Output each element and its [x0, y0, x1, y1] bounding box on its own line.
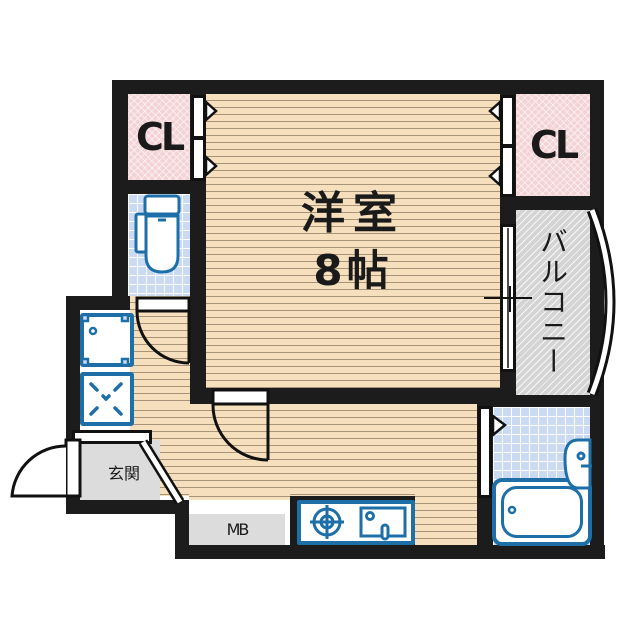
kitchen-floor-lower — [189, 490, 290, 500]
closet-right-door-lower[interactable] — [500, 145, 515, 197]
closet-left: CL — [128, 94, 190, 180]
bathroom-door[interactable] — [478, 406, 492, 498]
room-door — [211, 388, 270, 462]
bathtub-drain-icon — [507, 505, 517, 515]
room-name: 洋室 — [301, 188, 405, 239]
toilet-door — [135, 296, 191, 365]
room-label: 洋室 8帖 — [206, 182, 500, 302]
wall-bottom-left — [66, 500, 186, 514]
gas-stove-icon — [310, 505, 344, 539]
wall-closet-bottom-left — [112, 180, 206, 194]
washer-details — [80, 313, 130, 367]
wall-left-step — [66, 296, 130, 310]
kitchen-floor — [130, 404, 477, 496]
entrance-label: 玄関 — [107, 464, 140, 483]
balcony-railing — [586, 207, 616, 397]
meter-box-label: MB — [226, 520, 250, 539]
closet-left-label: CL — [135, 115, 185, 159]
kitchen-floor-right — [415, 490, 477, 545]
kitchen-sink-icon — [359, 506, 407, 541]
balcony: バルコニー — [516, 210, 590, 395]
wall-top — [112, 80, 600, 94]
closet-left-door-lower[interactable] — [191, 137, 206, 181]
refrigerator-x-icon — [89, 382, 123, 416]
wall-bottom-left-drop — [175, 500, 189, 559]
meter-box: MB — [189, 514, 285, 545]
sliding-door-marker — [484, 228, 532, 368]
entrance: 玄関 — [80, 440, 160, 500]
entrance-door — [10, 438, 185, 505]
western-room: 洋室 8帖 — [206, 94, 500, 388]
closet-right-label: CL — [529, 123, 579, 167]
wall-bath-top — [480, 395, 604, 407]
corridor — [130, 296, 190, 404]
room-size: 8帖 — [313, 246, 393, 295]
closet-right: CL — [516, 94, 590, 196]
entrance-step — [72, 430, 152, 444]
bathtub-inner — [501, 486, 583, 538]
wall-closet-bottom-right — [500, 196, 604, 210]
closet-door-markers — [204, 99, 508, 438]
toilet-icon — [134, 194, 181, 274]
balcony-label: バルコニー — [536, 227, 569, 377]
washbasin-icon — [563, 438, 592, 490]
